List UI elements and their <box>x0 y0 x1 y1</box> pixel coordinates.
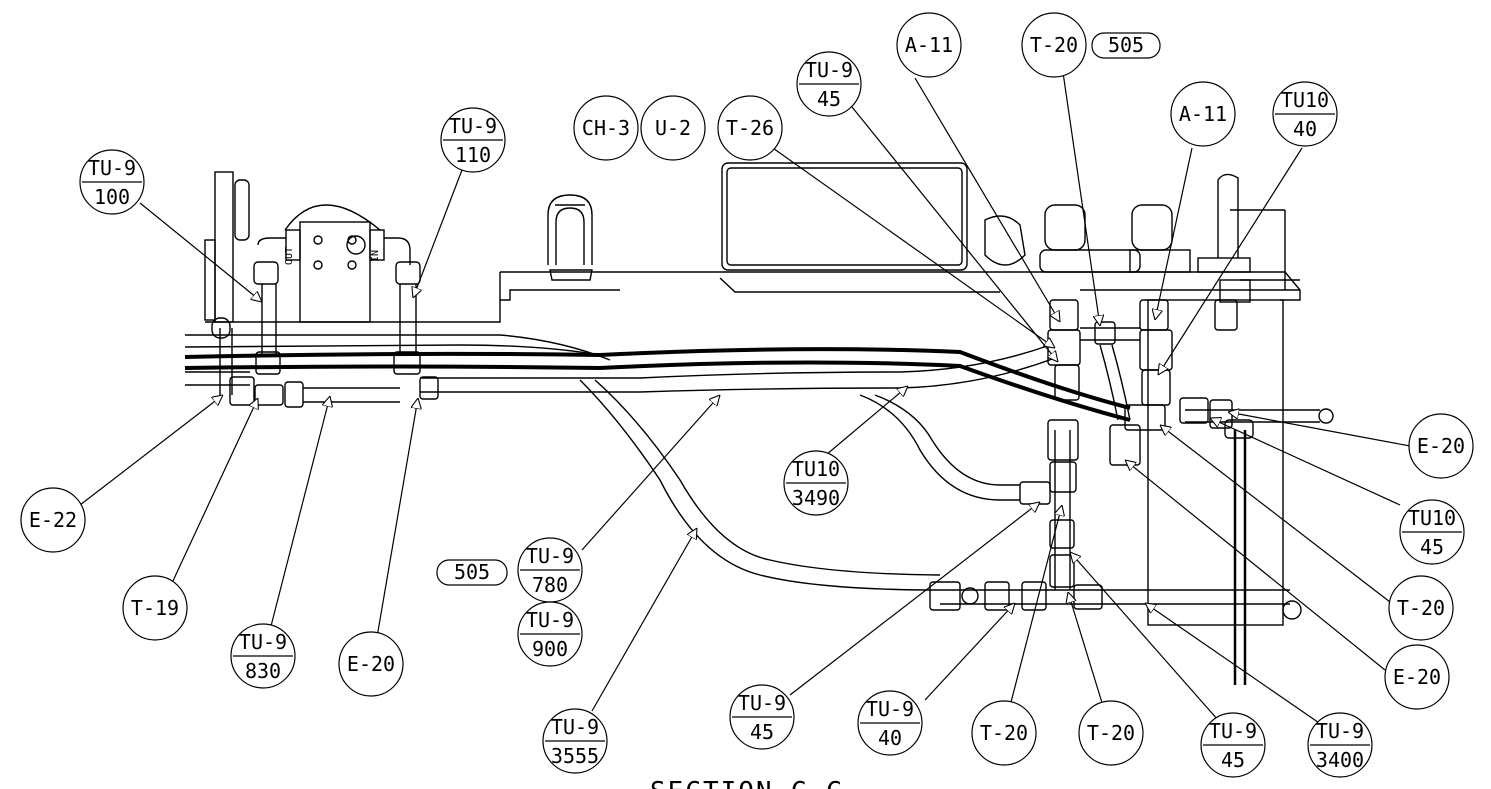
svg-text:T-19: T-19 <box>131 596 179 620</box>
svg-text:900: 900 <box>532 637 568 661</box>
svg-text:3555: 3555 <box>551 744 599 768</box>
svg-text:830: 830 <box>245 659 281 683</box>
callout-tu10-45: TU10 45 <box>1399 499 1465 565</box>
svg-text:A-11: A-11 <box>905 33 953 57</box>
svg-text:TU-9: TU-9 <box>239 630 287 654</box>
callout-tu9-40: TU-9 40 <box>857 690 923 756</box>
svg-text:TU-9: TU-9 <box>1316 719 1364 743</box>
svg-text:U-2: U-2 <box>655 116 691 140</box>
svg-text:TU10: TU10 <box>1408 506 1456 530</box>
svg-text:A-11: A-11 <box>1179 102 1227 126</box>
svg-text:45: 45 <box>750 720 774 744</box>
svg-text:45: 45 <box>817 87 841 111</box>
callout-tu9-830: TU-9 830 <box>230 623 296 689</box>
callout-t19: T-19 <box>122 575 188 641</box>
equipment-outline <box>184 162 1334 685</box>
svg-text:T-26: T-26 <box>726 116 774 140</box>
svg-text:110: 110 <box>455 143 491 167</box>
svg-text:3490: 3490 <box>792 486 840 510</box>
svg-text:T-20: T-20 <box>1087 721 1135 745</box>
svg-text:T-20: T-20 <box>1397 596 1445 620</box>
callout-e20-lowright: E-20 <box>1384 644 1450 710</box>
svg-text:TU-9: TU-9 <box>805 58 853 82</box>
callout-tu10-40: TU10 40 <box>1272 81 1338 147</box>
svg-text:45: 45 <box>1420 535 1444 559</box>
svg-text:CH-3: CH-3 <box>582 116 630 140</box>
leader-lines <box>79 51 1411 728</box>
svg-text:TU-9: TU-9 <box>449 114 497 138</box>
callout-tu9-3400: TU-9 3400 <box>1307 712 1373 778</box>
svg-text:E-20: E-20 <box>1393 665 1441 689</box>
pump-in-label: IN <box>370 250 381 262</box>
svg-text:TU-9: TU-9 <box>88 156 136 180</box>
svg-text:100: 100 <box>94 185 130 209</box>
svg-text:505: 505 <box>454 560 490 584</box>
svg-text:40: 40 <box>1293 117 1317 141</box>
svg-text:E-20: E-20 <box>347 652 395 676</box>
svg-text:TU10: TU10 <box>1281 88 1329 112</box>
svg-text:40: 40 <box>878 726 902 750</box>
callout-e22: E-22 <box>20 487 86 553</box>
tag-505-mid: 505 <box>436 559 508 586</box>
tag-505-top: 505 <box>1091 32 1161 59</box>
svg-text:E-22: E-22 <box>29 508 77 532</box>
callout-t20-bottom-2: T-20 <box>1078 700 1144 766</box>
svg-text:TU10: TU10 <box>792 457 840 481</box>
svg-text:45: 45 <box>1221 748 1245 772</box>
svg-text:780: 780 <box>532 573 568 597</box>
callout-u2: U-2 <box>640 95 706 161</box>
callout-t20-bottom-1: T-20 <box>971 700 1037 766</box>
callout-tu9-3555: TU-9 3555 <box>542 708 608 774</box>
svg-text:505: 505 <box>1108 33 1144 57</box>
callout-e20-right: E-20 <box>1408 413 1474 479</box>
callout-a11-right: A-11 <box>1170 81 1236 147</box>
callout-e20-left: E-20 <box>338 631 404 697</box>
svg-text:TU-9: TU-9 <box>738 691 786 715</box>
callout-tu9-900: TU-9 900 <box>517 601 583 667</box>
callout-tu9-45-mid: TU-9 45 <box>729 684 795 750</box>
callout-tu9-45-bottomright: TU-9 45 <box>1200 712 1266 778</box>
svg-text:TU-9: TU-9 <box>1209 719 1257 743</box>
section-title: SECTION G-G <box>650 777 844 789</box>
pump-out-label: OUT <box>284 247 295 265</box>
callout-tu9-110: TU-9 110 <box>440 107 506 173</box>
svg-text:T-20: T-20 <box>1030 33 1078 57</box>
svg-text:T-20: T-20 <box>980 721 1028 745</box>
svg-text:3400: 3400 <box>1316 748 1364 772</box>
svg-text:TU-9: TU-9 <box>526 544 574 568</box>
callout-t20-right: T-20 <box>1388 575 1454 641</box>
callout-ch3: CH-3 <box>573 95 639 161</box>
callout-tu9-780: TU-9 780 <box>517 537 583 603</box>
svg-text:TU-9: TU-9 <box>551 715 599 739</box>
callout-t26: T-26 <box>717 95 783 161</box>
svg-text:TU-9: TU-9 <box>866 697 914 721</box>
svg-text:E-20: E-20 <box>1417 434 1465 458</box>
callout-tu10-3490: TU10 3490 <box>783 450 849 516</box>
callout-tu9-100: TU-9 100 <box>79 149 145 215</box>
svg-text:TU-9: TU-9 <box>526 608 574 632</box>
callout-tu9-45-top: TU-9 45 <box>796 51 862 117</box>
callout-a11-left: A-11 <box>896 12 962 78</box>
callout-t20-top: T-20 <box>1021 12 1087 78</box>
